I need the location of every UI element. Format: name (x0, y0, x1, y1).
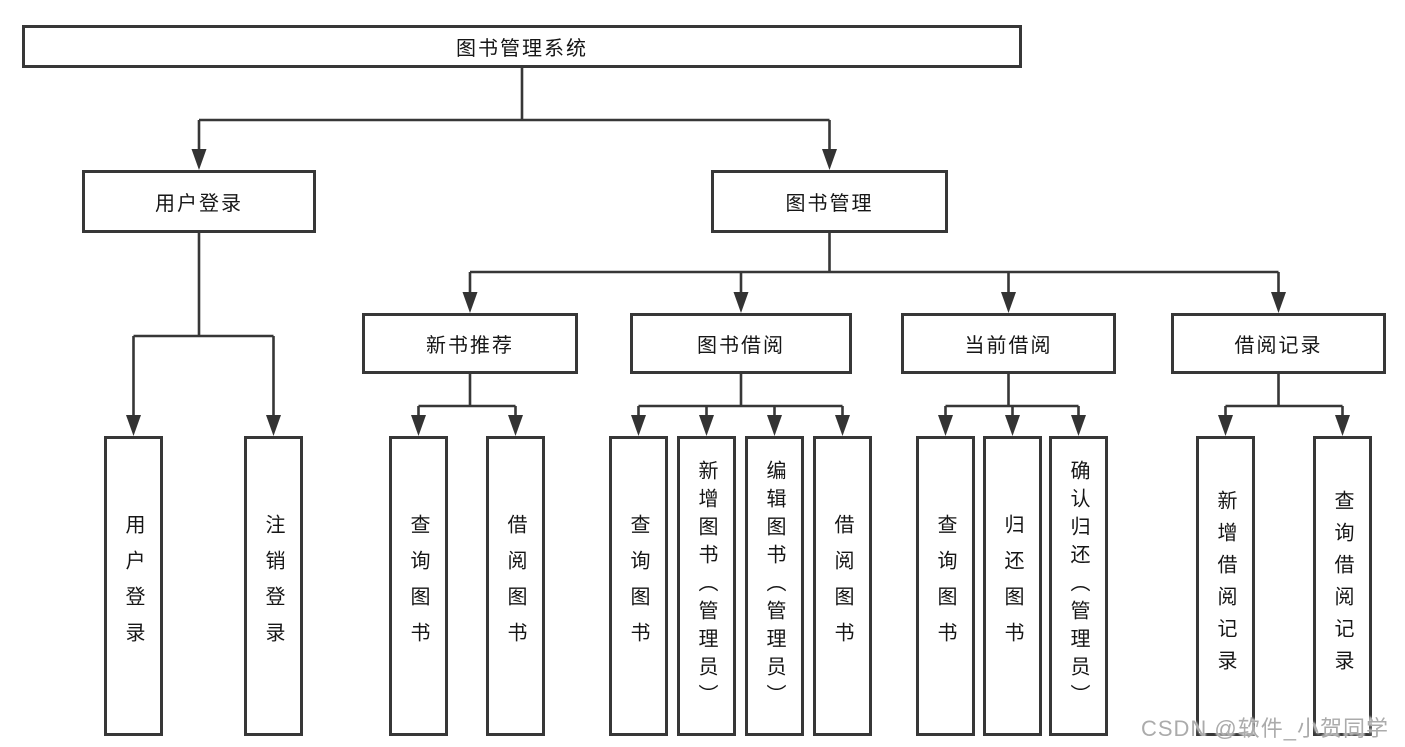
leaf-current-query-books: 查询图书 (916, 436, 975, 736)
leaf-borrowing-edit-books-admin: 编辑图书（管理员） (745, 436, 804, 736)
leaf-current-confirm-return-admin: 确认归还（管理员） (1049, 436, 1108, 736)
node-library-management-system: 图书管理系统 (22, 25, 1022, 68)
node-new-book-recommendation: 新书推荐 (362, 313, 578, 374)
leaf-borrowing-query-books: 查询图书 (609, 436, 668, 736)
leaf-records-query-borrow-record: 查询借阅记录 (1313, 436, 1372, 736)
leaf-logout-login: 注销登录 (244, 436, 303, 736)
leaf-recommend-query-books: 查询图书 (389, 436, 448, 736)
leaf-borrowing-add-books-admin: 新增图书（管理员） (677, 436, 736, 736)
node-user-login: 用户登录 (82, 170, 316, 233)
node-borrowing-records: 借阅记录 (1171, 313, 1386, 374)
csdn-watermark: CSDN @软件_小贺同学 (1140, 716, 1389, 741)
node-current-borrowing: 当前借阅 (901, 313, 1116, 374)
leaf-borrowing-borrow-books: 借阅图书 (813, 436, 872, 736)
leaf-user-login: 用户登录 (104, 436, 163, 736)
node-book-borrowing: 图书借阅 (630, 313, 852, 374)
leaf-current-return-books: 归还图书 (983, 436, 1042, 736)
node-book-management: 图书管理 (711, 170, 948, 233)
leaf-recommend-borrow-books: 借阅图书 (486, 436, 545, 736)
leaf-records-add-borrow-record: 新增借阅记录 (1196, 436, 1255, 736)
